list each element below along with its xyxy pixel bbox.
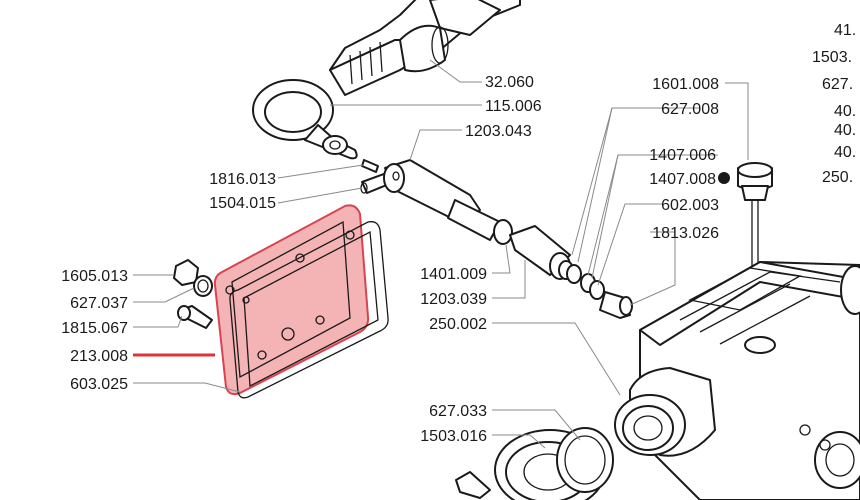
bottom-screw-part[interactable]: [455, 471, 491, 499]
crankcase-body-part[interactable]: [614, 261, 860, 500]
label-1813-026[interactable]: 1813.026: [652, 225, 719, 242]
label-32-060[interactable]: 32.060: [485, 74, 534, 91]
gasket-part[interactable]: [229, 221, 389, 399]
label-1601-008[interactable]: 1601.008: [652, 76, 719, 93]
label-1407-008[interactable]: 1407.008: [649, 171, 716, 188]
label-1203-039[interactable]: 1203.039: [420, 291, 487, 308]
crankshaft-part[interactable]: [329, 0, 521, 96]
label-250-002[interactable]: 250.002: [429, 316, 487, 333]
piston-guide-part[interactable]: [383, 159, 513, 245]
label-115-006[interactable]: 115.006: [485, 98, 542, 115]
pin-small-part[interactable]: [361, 159, 379, 173]
label-40-cut-c[interactable]: 40.: [834, 144, 856, 161]
label-627-037[interactable]: 627.037: [70, 295, 128, 312]
bearing-part[interactable]: [494, 427, 614, 500]
leader-lines: [133, 59, 749, 449]
part-labels: 32.060 115.006 1203.043 1816.013 1504.01…: [61, 22, 856, 445]
label-1407-006[interactable]: 1407.006: [649, 147, 716, 164]
drain-plug-part[interactable]: [173, 259, 213, 297]
screw-part[interactable]: [177, 305, 213, 329]
label-602-003[interactable]: 602.003: [661, 197, 719, 214]
seal-rings[interactable]: [558, 260, 633, 319]
label-603-025[interactable]: 603.025: [70, 376, 128, 393]
connecting-rod-part[interactable]: [252, 79, 358, 160]
label-627-033[interactable]: 627.033: [429, 403, 487, 420]
label-627-008[interactable]: 627.008: [661, 101, 719, 118]
label-1203-043[interactable]: 1203.043: [465, 123, 532, 140]
label-41-cut[interactable]: 41.: [834, 22, 856, 39]
bullet-marker: [718, 172, 730, 184]
label-40-cut-b[interactable]: 40.: [834, 122, 856, 139]
label-40-cut-a[interactable]: 40.: [834, 103, 856, 120]
label-1503-016[interactable]: 1503.016: [420, 428, 487, 445]
label-627-cut[interactable]: 627.: [822, 76, 853, 93]
label-1504-015[interactable]: 1504.015: [209, 195, 276, 212]
label-213-008[interactable]: 213.008: [70, 348, 128, 365]
label-1401-009[interactable]: 1401.009: [420, 266, 487, 283]
label-250-cut[interactable]: 250.: [822, 169, 853, 186]
label-1503-cut[interactable]: 1503.: [812, 49, 852, 66]
label-1815-067[interactable]: 1815.067: [61, 320, 128, 337]
label-1605-013[interactable]: 1605.013: [61, 268, 128, 285]
oil-cap-part[interactable]: [737, 162, 773, 270]
label-1816-013[interactable]: 1816.013: [209, 171, 276, 188]
